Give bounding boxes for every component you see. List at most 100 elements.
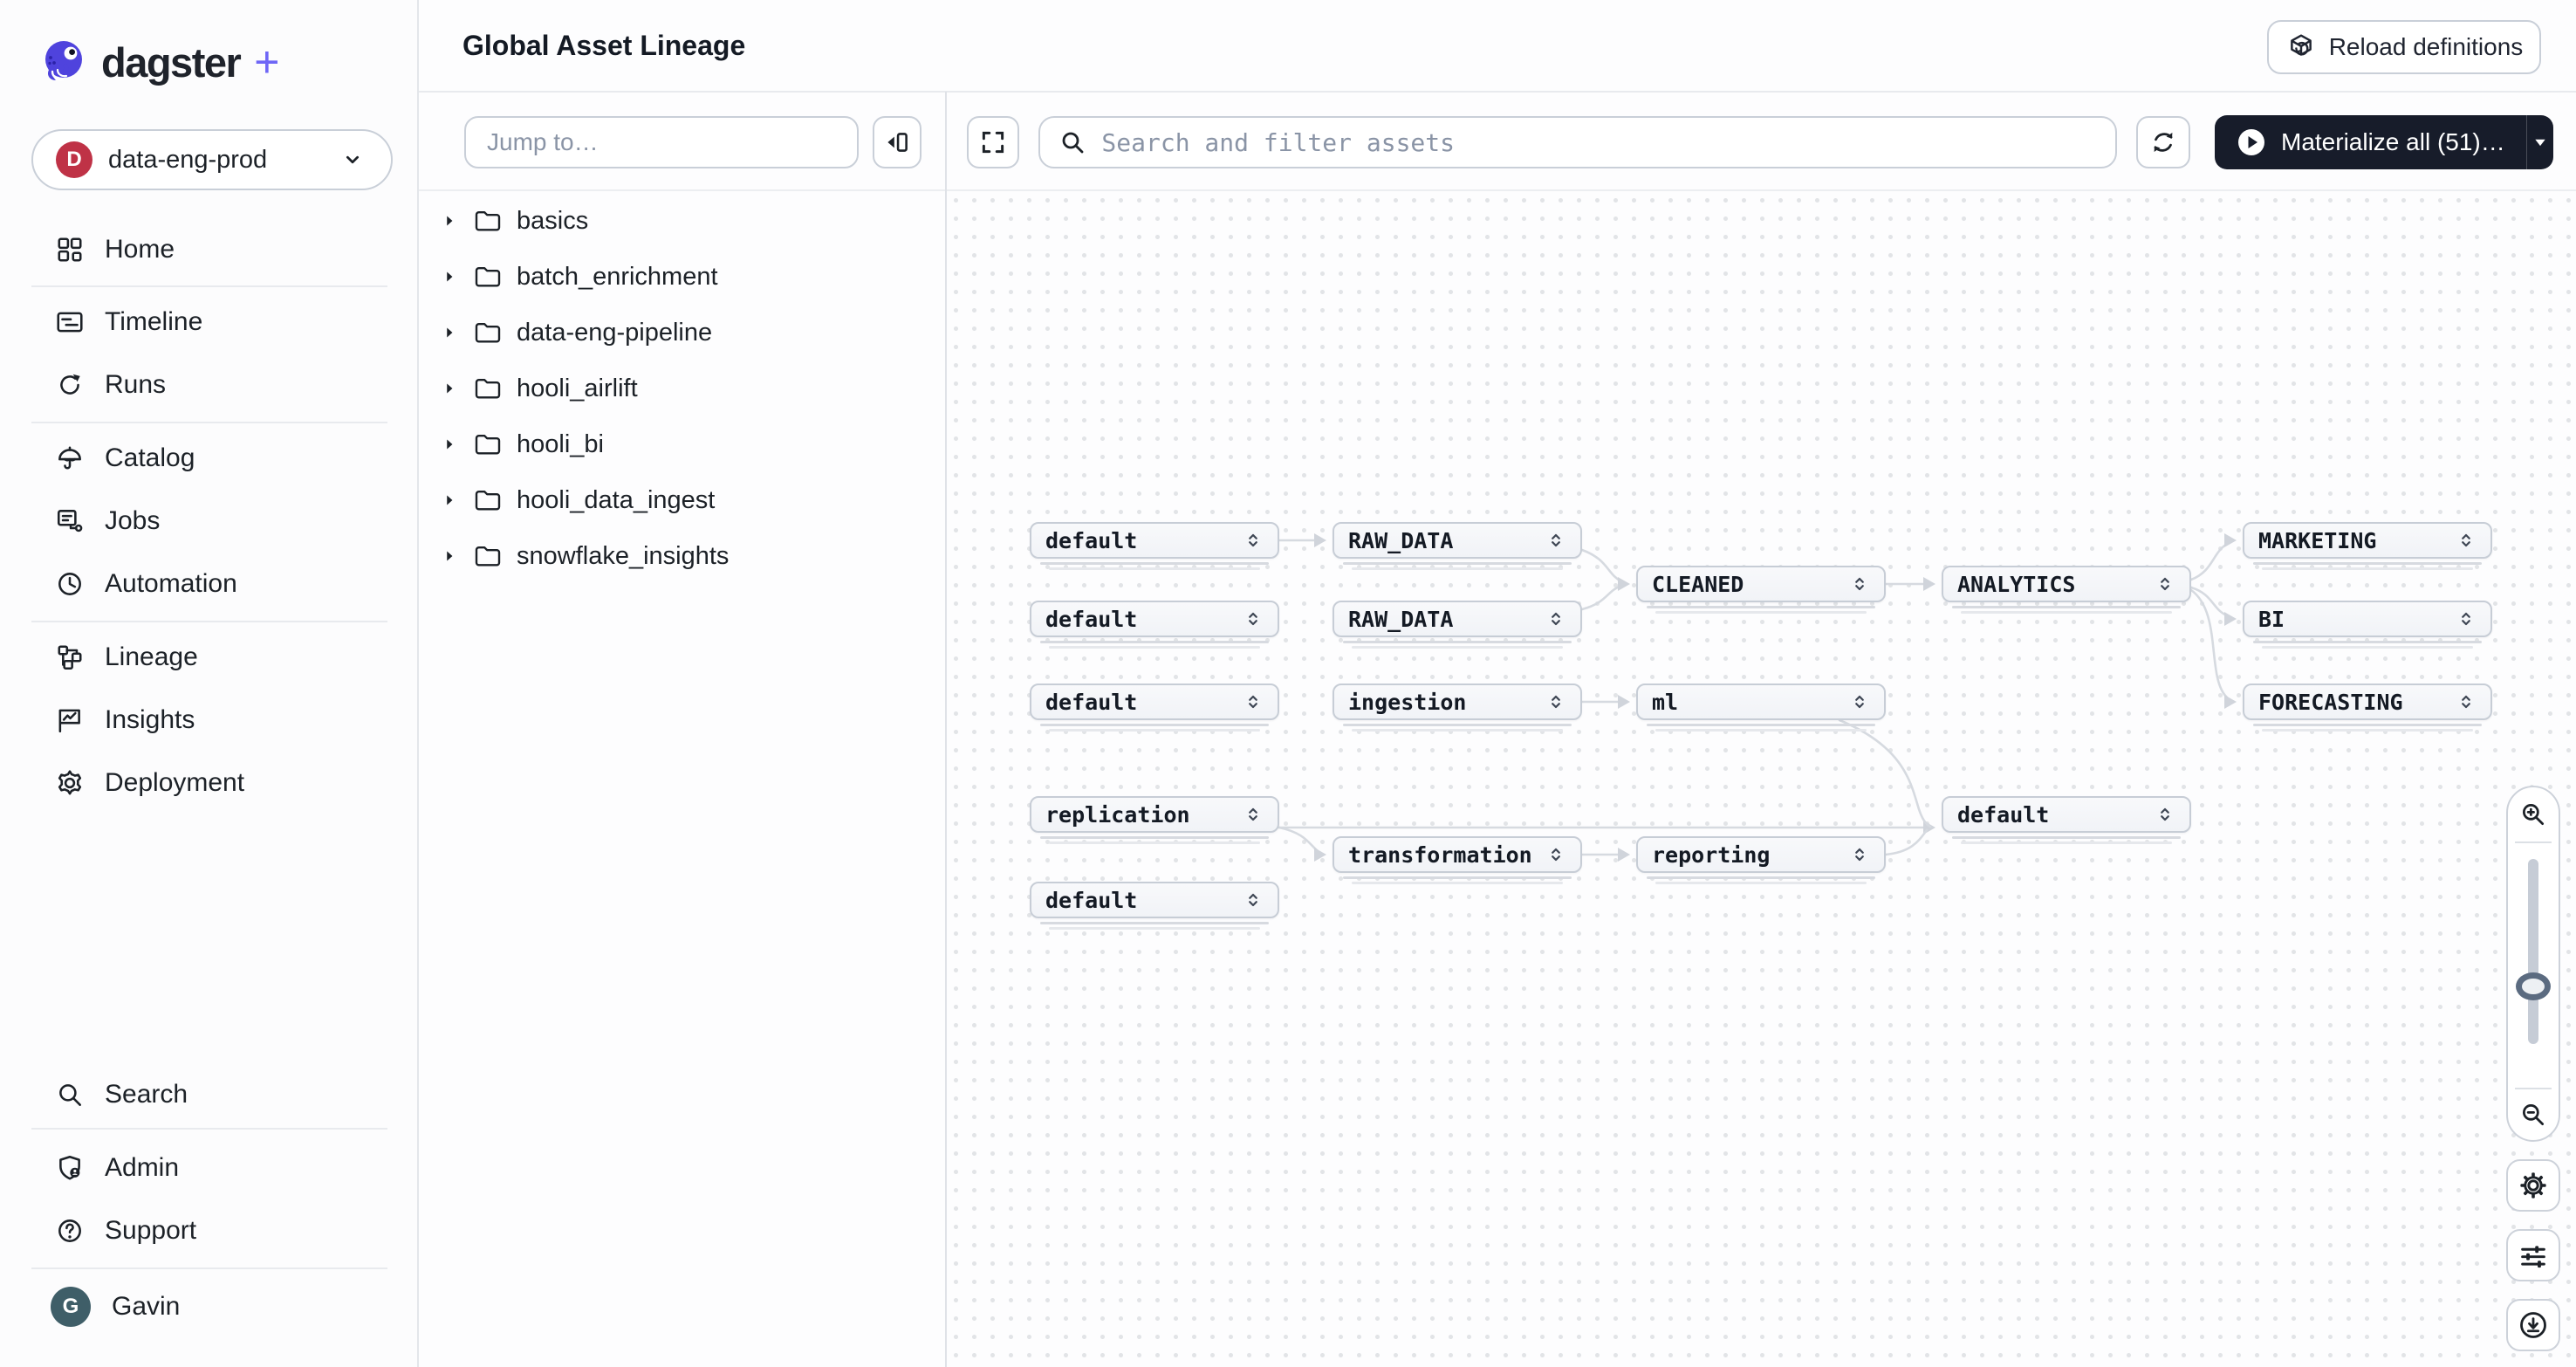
materialize-all-button[interactable]: Materialize all (51)…	[2215, 115, 2526, 169]
unfold-icon[interactable]	[1243, 530, 1264, 551]
unfold-icon[interactable]	[1243, 608, 1264, 629]
caret-right-icon[interactable]	[436, 435, 462, 454]
graph-node-default[interactable]: default	[1942, 796, 2191, 844]
graph-node-default[interactable]: default	[1030, 882, 1279, 930]
graph-node-ANALYTICS[interactable]: ANALYTICS	[1942, 566, 2191, 614]
materialize-dropdown-button[interactable]	[2527, 115, 2553, 169]
workspace-selector[interactable]: D data-eng-prod	[31, 129, 393, 190]
sidebar-item-insights[interactable]: Insights	[0, 693, 419, 747]
edge-arrowhead	[1314, 533, 1326, 547]
user-menu[interactable]: G Gavin	[0, 1276, 419, 1337]
tree-folder-basics[interactable]: basics	[436, 199, 925, 243]
graph-node-RAW_DATA[interactable]: RAW_DATA	[1333, 522, 1582, 570]
unfold-icon[interactable]	[1849, 844, 1870, 865]
unfold-icon[interactable]	[1545, 691, 1566, 712]
tree-folder-data-eng-pipeline[interactable]: data-eng-pipeline	[436, 311, 925, 354]
sidebar-item-home[interactable]: Home	[0, 223, 419, 277]
sidebar-item-runs[interactable]: Runs	[0, 358, 419, 412]
unfold-icon[interactable]	[1243, 691, 1264, 712]
refresh-button[interactable]	[2136, 116, 2190, 168]
unfold-icon[interactable]	[2456, 691, 2477, 712]
tree-folder-snowflake_insights[interactable]: snowflake_insights	[436, 534, 925, 578]
reload-definitions-button[interactable]: Reload definitions	[2267, 20, 2541, 74]
caret-right-icon[interactable]	[436, 267, 462, 286]
graph-node-ingestion[interactable]: ingestion	[1333, 684, 1582, 732]
graph-node-transformation[interactable]: transformation	[1333, 836, 1582, 884]
zoom-slider-track[interactable]	[2528, 859, 2538, 1044]
zoom-control	[2506, 786, 2560, 1142]
unfold-icon[interactable]	[1545, 844, 1566, 865]
unfold-icon[interactable]	[2155, 804, 2175, 825]
graph-node-BI[interactable]: BI	[2243, 601, 2492, 649]
sidebar-item-automation[interactable]: Automation	[0, 557, 419, 611]
graph-node-label: BI	[2258, 606, 2285, 632]
refresh-icon	[2154, 132, 2173, 153]
graph-node-reporting[interactable]: reporting	[1636, 836, 1886, 884]
caret-right-icon[interactable]	[436, 546, 462, 566]
tree-folder-batch_enrichment[interactable]: batch_enrichment	[436, 255, 925, 299]
graph-node-default[interactable]: default	[1030, 601, 1279, 649]
unfold-icon[interactable]	[2456, 608, 2477, 629]
zoom-in-button[interactable]	[2508, 787, 2559, 841]
graph-node-CLEANED[interactable]: CLEANED	[1636, 566, 1886, 614]
sidebar-item-deployment[interactable]: Deployment	[0, 756, 419, 810]
download-view-button[interactable]	[2506, 1299, 2560, 1351]
sidebar-item-label: Catalog	[105, 443, 195, 472]
logo-plus-badge: +	[254, 38, 280, 86]
sidebar-item-jobs[interactable]: Jobs	[0, 494, 419, 548]
graph-node-label: default	[1045, 606, 1138, 632]
sidebar-item-lineage[interactable]: Lineage	[0, 630, 419, 684]
tree-folder-hooli_data_ingest[interactable]: hooli_data_ingest	[436, 478, 925, 522]
unfold-icon[interactable]	[1849, 691, 1870, 712]
sidebar-item-label: Home	[105, 235, 175, 264]
unfold-icon[interactable]	[1243, 804, 1264, 825]
zoom-out-button[interactable]	[2508, 1088, 2559, 1142]
sidebar-item-catalog[interactable]: Catalog	[0, 431, 419, 485]
graph-node-default[interactable]: default	[1030, 522, 1279, 570]
folder-icon	[471, 317, 503, 348]
lineage-icon	[54, 642, 86, 673]
collapse-panel-button[interactable]	[873, 116, 921, 168]
graph-node-default[interactable]: default	[1030, 684, 1279, 732]
unfold-icon[interactable]	[1545, 608, 1566, 629]
sidebar-item-admin[interactable]: Admin	[0, 1141, 419, 1195]
tree-folder-hooli_airlift[interactable]: hooli_airlift	[436, 367, 925, 410]
caret-right-icon[interactable]	[436, 211, 462, 230]
deployment-icon	[54, 767, 86, 799]
tree-folder-label: data-eng-pipeline	[517, 318, 713, 347]
graph-node-replication[interactable]: replication	[1030, 796, 1279, 844]
sidebar-item-timeline[interactable]: Timeline	[0, 295, 419, 349]
unfold-icon[interactable]	[2155, 574, 2175, 594]
unfold-icon[interactable]	[2456, 530, 2477, 551]
lineage-edge	[1838, 718, 1932, 828]
unfold-icon[interactable]	[1849, 574, 1870, 594]
header-divider	[419, 91, 2576, 93]
sidebar-item-label: Deployment	[105, 768, 245, 797]
tree-folder-hooli_bi[interactable]: hooli_bi	[436, 422, 925, 466]
sidebar-item-search[interactable]: Search	[0, 1068, 419, 1122]
caret-right-icon[interactable]	[436, 491, 462, 510]
graph-node-ml[interactable]: ml	[1636, 684, 1886, 732]
asset-search-input[interactable]	[1100, 127, 2098, 158]
zoom-slider-handle[interactable]	[2516, 972, 2551, 1000]
caret-right-icon[interactable]	[436, 379, 462, 398]
sidebar-item-label: Lineage	[105, 642, 198, 671]
unfold-icon[interactable]	[1243, 890, 1264, 910]
folder-icon	[471, 373, 503, 404]
sidebar-item-support[interactable]: Support	[0, 1204, 419, 1258]
panel-divider	[945, 92, 947, 1367]
runs-icon	[54, 369, 86, 401]
graph-node-RAW_DATA[interactable]: RAW_DATA	[1333, 601, 1582, 649]
jump-to-input[interactable]	[485, 127, 838, 157]
unfold-icon[interactable]	[1545, 530, 1566, 551]
graph-node-FORECASTING[interactable]: FORECASTING	[2243, 684, 2492, 732]
graph-settings-button[interactable]	[2506, 1159, 2560, 1212]
graph-filters-button[interactable]	[2506, 1229, 2560, 1281]
fullscreen-button[interactable]	[967, 116, 1019, 168]
graph-node-MARKETING[interactable]: MARKETING	[2243, 522, 2492, 570]
dagster-octopus-icon	[38, 37, 89, 87]
node-stack-line	[1343, 724, 1572, 726]
caret-right-icon[interactable]	[436, 323, 462, 342]
